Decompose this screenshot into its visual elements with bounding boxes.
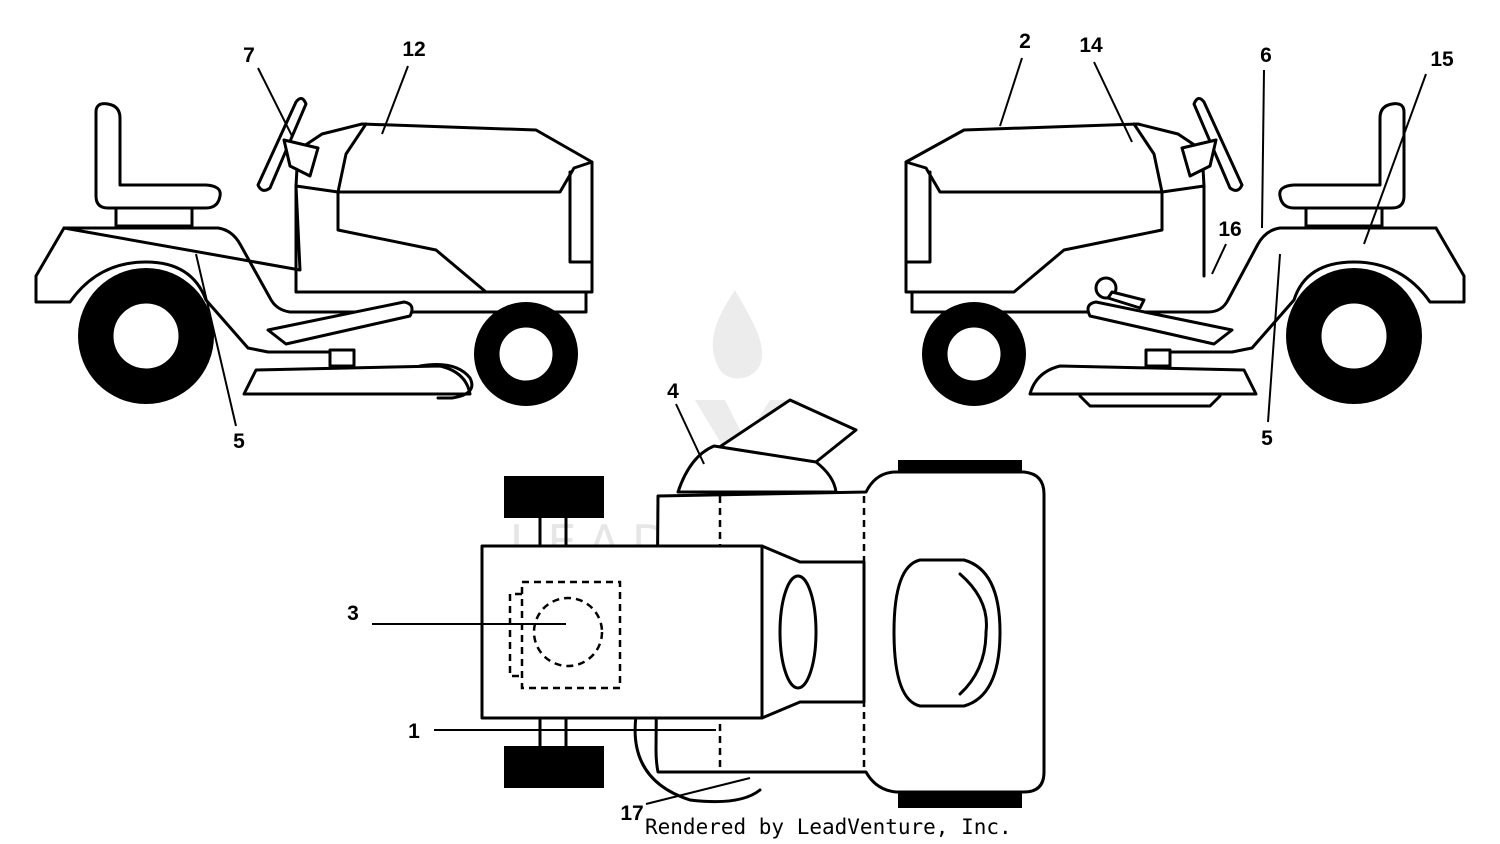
callout-3: 3 [347,602,359,625]
steering-wheel-right [1192,97,1244,192]
callout-15: 15 [1430,48,1454,71]
rear-hub-left [110,300,182,372]
engine-decal-circle [532,596,604,668]
leader-14 [1093,61,1133,143]
lift-lever [1106,290,1146,310]
footrest-right [1086,300,1234,346]
deck-outline-top [633,714,762,804]
steering-column-right [1180,138,1218,178]
mower-deck [242,364,472,396]
leader-7 [257,67,293,137]
leader-15 [1363,73,1427,245]
callout-16: 16 [1218,218,1241,241]
right-side-view [904,97,1466,408]
rear-hub-right [1318,300,1390,372]
callout-12: 12 [402,38,425,61]
hood [294,122,594,294]
seat-top [892,558,1002,708]
leader-17 [645,777,751,805]
chute-base [676,444,838,494]
leader-12 [381,65,409,135]
seat-back-right [1278,102,1406,210]
leader-16 [1211,243,1227,275]
seat-top-curve [958,572,988,696]
callout-2: 2 [1019,30,1031,53]
front-wheel-top-left [504,476,604,518]
callout-labels: 7 12 5 2 14 6 15 16 5 4 3 1 17 [233,30,1454,825]
callout-14: 14 [1079,34,1103,57]
callout-4: 4 [667,380,679,403]
engine-decal-outline [520,580,622,690]
left-body-outline [34,226,352,354]
deck-plate-right [1078,394,1222,408]
steering-wheel [256,97,308,192]
mower-deck-right [1028,364,1258,396]
top-view [480,398,1046,808]
leader-2 [999,57,1023,127]
front-hub-left [496,324,556,384]
deck-mount-right [1144,348,1172,368]
front-hub-right [944,324,1004,384]
flame-watermark-icon [712,290,763,379]
leader-4 [675,403,705,465]
callout-6: 6 [1260,44,1272,67]
leader-5-left [195,253,237,427]
seat-base [114,206,194,228]
steering-column [282,138,320,178]
seat-back [94,102,222,210]
hood-right [904,122,1206,294]
leader-lines [195,57,1427,805]
engine-decal-shadow [508,592,522,678]
deck-mount [328,348,356,368]
steering-top [778,574,818,690]
hood-top [480,544,764,720]
hood-line [336,122,594,264]
callout-5-right: 5 [1261,427,1273,450]
seat-base-right [1304,206,1384,228]
deck-chute [418,363,474,400]
hood-line-right [904,122,1164,264]
footrest [266,300,414,346]
callout-1: 1 [408,720,420,743]
front-wheel-top-right [504,746,604,788]
callout-17: 17 [620,802,643,825]
callout-7: 7 [243,44,255,67]
callout-5-left: 5 [233,430,245,453]
leader-6 [1261,69,1265,229]
rear-fender [62,184,588,314]
leader-5-right [1267,253,1281,423]
rendered-by-credit: Rendered by LeadVenture, Inc. [645,815,1012,839]
left-side-view [34,97,594,406]
rear-fender-right [910,226,1466,354]
